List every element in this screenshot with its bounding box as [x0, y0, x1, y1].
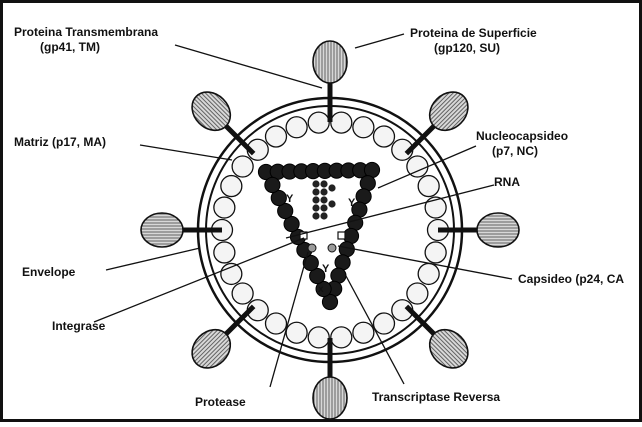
matrix-bead	[286, 322, 307, 343]
nucleocapsid-bead	[265, 177, 280, 192]
matrix-bead	[374, 313, 395, 334]
matrix-bead	[214, 242, 235, 263]
matrix-bead	[425, 242, 446, 263]
reverse-transcriptase-mark-3: Y	[322, 263, 330, 275]
reverse-transcriptase-mark-1: Y	[286, 193, 294, 205]
gp120-knob	[141, 213, 183, 247]
matrix-bead	[286, 117, 307, 138]
matrix-bead	[374, 126, 395, 147]
label-protease: Protease	[195, 395, 246, 409]
gp120-knob	[313, 377, 347, 419]
matrix-bead	[418, 176, 439, 197]
matrix-bead	[308, 327, 329, 348]
matrix-bead	[308, 112, 329, 133]
matrix-bead	[353, 117, 374, 138]
matrix-bead	[407, 283, 428, 304]
matrix-bead	[232, 156, 253, 177]
label-surface-protein: Proteina de Superficie	[410, 26, 537, 40]
label-reverse-transcriptase: Transcriptase Reversa	[372, 390, 500, 404]
matrix-bead	[418, 263, 439, 284]
label-envelope: Envelope	[22, 265, 76, 279]
label-integrase: Integrase	[52, 319, 106, 333]
svg-text:x: x	[318, 284, 324, 295]
label-nucleocapsid: Nucleocapsideo	[476, 129, 568, 143]
matrix-bead	[266, 126, 287, 147]
label-transmembrane-protein: Proteina Transmembrana	[14, 25, 158, 39]
label-surface-protein-abbr: (gp120, SU)	[434, 41, 500, 55]
gp120-knob	[477, 213, 519, 247]
label-nucleocapsid-abbr: (p7, NC)	[492, 144, 538, 158]
matrix-bead	[353, 322, 374, 343]
matrix-bead	[214, 197, 235, 218]
label-transmembrane-protein-abbr: (gp41, TM)	[40, 40, 100, 54]
gp120-knob	[313, 41, 347, 83]
matrix-bead	[266, 313, 287, 334]
label-matrix: Matriz (p17, MA)	[14, 135, 106, 149]
protease-mark	[308, 244, 316, 252]
matrix-bead	[232, 283, 253, 304]
matrix-bead	[331, 112, 352, 133]
label-rna: RNA	[494, 175, 520, 189]
matrix-bead	[331, 327, 352, 348]
matrix-bead	[221, 176, 242, 197]
label-capsid: Capsideo (p24, CA	[518, 272, 624, 286]
reverse-transcriptase-mark-2: Y	[348, 197, 356, 209]
